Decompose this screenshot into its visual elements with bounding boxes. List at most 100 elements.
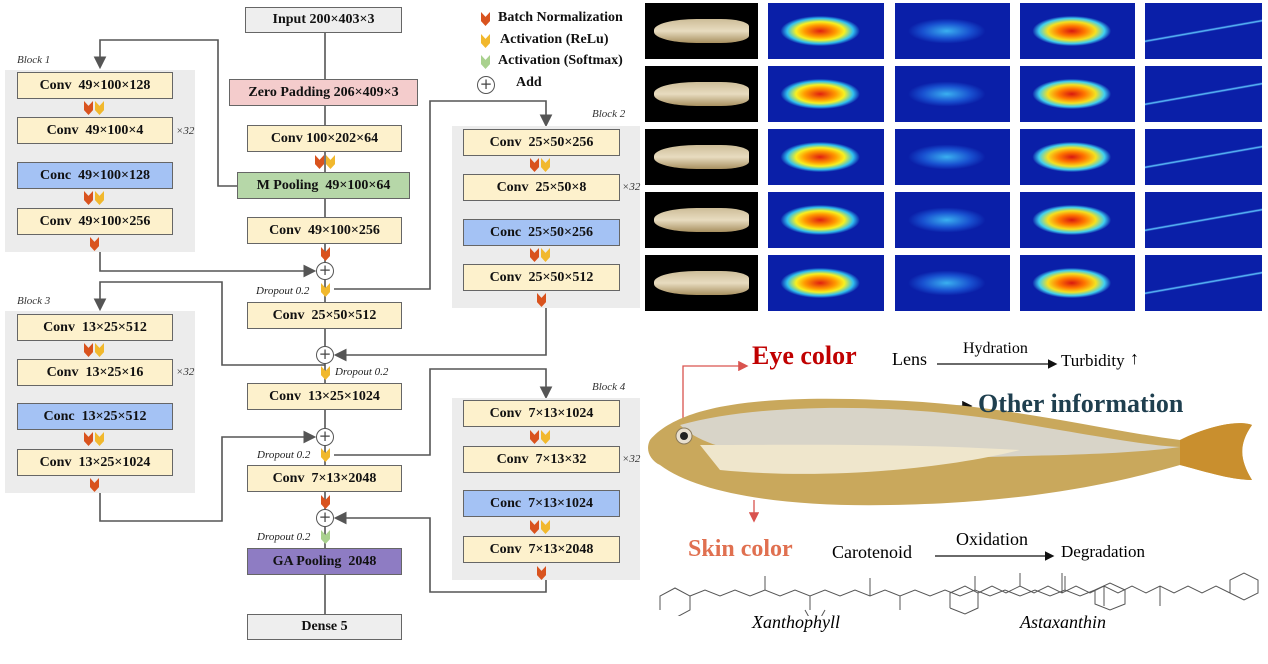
block-layer: Conv 7×13×32 <box>463 446 620 473</box>
block-layer: Conc 13×25×512 <box>17 403 173 430</box>
fish-photo <box>645 66 758 122</box>
block-label: Block 1 <box>17 54 51 66</box>
block-layer: Conv 25×50×512 <box>463 264 620 291</box>
fish-photo <box>645 3 758 59</box>
add-node: + <box>316 262 334 280</box>
skin-color-label: Skin color <box>688 536 793 562</box>
fish-photo <box>645 192 758 248</box>
fish-photo <box>645 255 758 311</box>
block-layer: Conv 25×50×256 <box>463 129 620 156</box>
relu-icon <box>541 520 550 534</box>
batch-norm-icon <box>84 101 93 115</box>
block-label: Block 4 <box>592 381 626 393</box>
fish-heatmap <box>768 192 884 248</box>
block-layer: Conv 25×50×8 <box>463 174 620 201</box>
fish-shape <box>654 18 749 44</box>
eye-color-label: Eye color <box>752 341 857 370</box>
relu-icon <box>541 430 550 444</box>
fish-shape <box>654 207 749 233</box>
block-layer: Conv 13×25×16 <box>17 359 173 386</box>
degradation-label: Degradation <box>1061 542 1146 561</box>
fish-heatmap <box>895 3 1010 59</box>
dropout-label: Dropout 0.2 <box>257 449 311 461</box>
batch-norm-icon <box>315 155 324 169</box>
fish-shape <box>654 81 749 107</box>
softmax-icon <box>481 55 490 69</box>
block-layer: Conv 49×100×4 <box>17 117 173 144</box>
dense-layer: Dense 5 <box>247 614 402 640</box>
batch-norm-icon <box>530 158 539 172</box>
block-layer: Conv 13×25×512 <box>17 314 173 341</box>
relu-icon <box>321 448 330 462</box>
relu-icon <box>326 155 335 169</box>
fish-heatmap <box>895 129 1010 185</box>
turbidity-label: Turbidity <box>1061 351 1125 370</box>
block-layer: Conv 13×25×1024 <box>17 449 173 476</box>
fish-heatmap <box>768 255 884 311</box>
conv-layer-2: Conv 49×100×256 <box>247 217 402 244</box>
block-layer: Conc 49×100×128 <box>17 162 173 189</box>
fish-heatmap <box>1020 129 1135 185</box>
dropout-label: Dropout 0.2 <box>335 366 389 378</box>
astaxanthin-label: Astaxanthin <box>1020 612 1106 632</box>
input-layer: Input 200×403×3 <box>245 7 402 33</box>
fish-heatmap <box>768 66 884 122</box>
fish-heatmap <box>1145 192 1262 248</box>
block-layer: Conc 25×50×256 <box>463 219 620 246</box>
conv-layer-3: Conv 25×50×512 <box>247 302 402 329</box>
fish-heatmap <box>1145 3 1262 59</box>
conv-layer-5: Conv 7×13×2048 <box>247 465 402 492</box>
batch-norm-icon <box>321 495 330 509</box>
lens-label: Lens <box>892 349 927 369</box>
fish-illustration <box>648 398 1252 506</box>
fish-heatmap <box>1145 66 1262 122</box>
global-avg-pooling-layer: GA Pooling 2048 <box>247 548 402 575</box>
fish-heatmap <box>1020 192 1135 248</box>
dropout-label: Dropout 0.2 <box>256 285 310 297</box>
block-layer: Conc 7×13×1024 <box>463 490 620 517</box>
batch-norm-icon <box>537 293 546 307</box>
relu-icon <box>95 101 104 115</box>
carotenoid-label: Carotenoid <box>832 542 912 562</box>
fish-heatmap <box>895 255 1010 311</box>
batch-norm-icon <box>530 430 539 444</box>
block-layer: Conv 7×13×2048 <box>463 536 620 563</box>
hydration-label: Hydration <box>963 340 1028 357</box>
repeat-label: ×32 <box>622 453 641 465</box>
fish-heatmap <box>1020 66 1135 122</box>
zero-padding-layer: Zero Padding 206×409×3 <box>229 79 418 106</box>
fish-heatmap <box>1145 129 1262 185</box>
batch-norm-icon <box>321 247 330 261</box>
other-information-label: Other information <box>978 389 1184 418</box>
add-node: + <box>316 428 334 446</box>
fish-heatmap <box>1145 255 1262 311</box>
batch-norm-icon <box>530 520 539 534</box>
repeat-label: ×32 <box>622 181 641 193</box>
legend-softmax: Activation (Softmax) <box>498 53 623 68</box>
batch-norm-icon <box>530 248 539 262</box>
relu-icon <box>321 366 330 380</box>
fish-heatmap <box>1020 255 1135 311</box>
fish-heatmap <box>768 129 884 185</box>
legend-relu: Activation (ReLu) <box>500 32 609 47</box>
block-layer: Conv 7×13×1024 <box>463 400 620 427</box>
block-label: Block 3 <box>17 295 51 307</box>
add-node: + <box>316 509 334 527</box>
up-arrow-icon: ↑ <box>1130 348 1139 368</box>
block-layer: Conv 49×100×128 <box>17 72 173 99</box>
xanthophyll-label: Xanthophyll <box>752 612 840 632</box>
fish-heatmap <box>1020 3 1135 59</box>
fish-heatmap <box>895 192 1010 248</box>
relu-icon <box>95 343 104 357</box>
dropout-label: Dropout 0.2 <box>257 531 311 543</box>
astaxanthin-structure <box>949 572 1259 615</box>
relu-icon <box>95 432 104 446</box>
batch-norm-icon <box>84 191 93 205</box>
block-layer: Conv 49×100×256 <box>17 208 173 235</box>
batch-norm-icon <box>481 12 490 26</box>
relu-icon <box>481 34 490 48</box>
relu-icon <box>541 158 550 172</box>
add-icon: + <box>477 76 495 94</box>
add-node: + <box>316 346 334 364</box>
batch-norm-icon <box>84 432 93 446</box>
